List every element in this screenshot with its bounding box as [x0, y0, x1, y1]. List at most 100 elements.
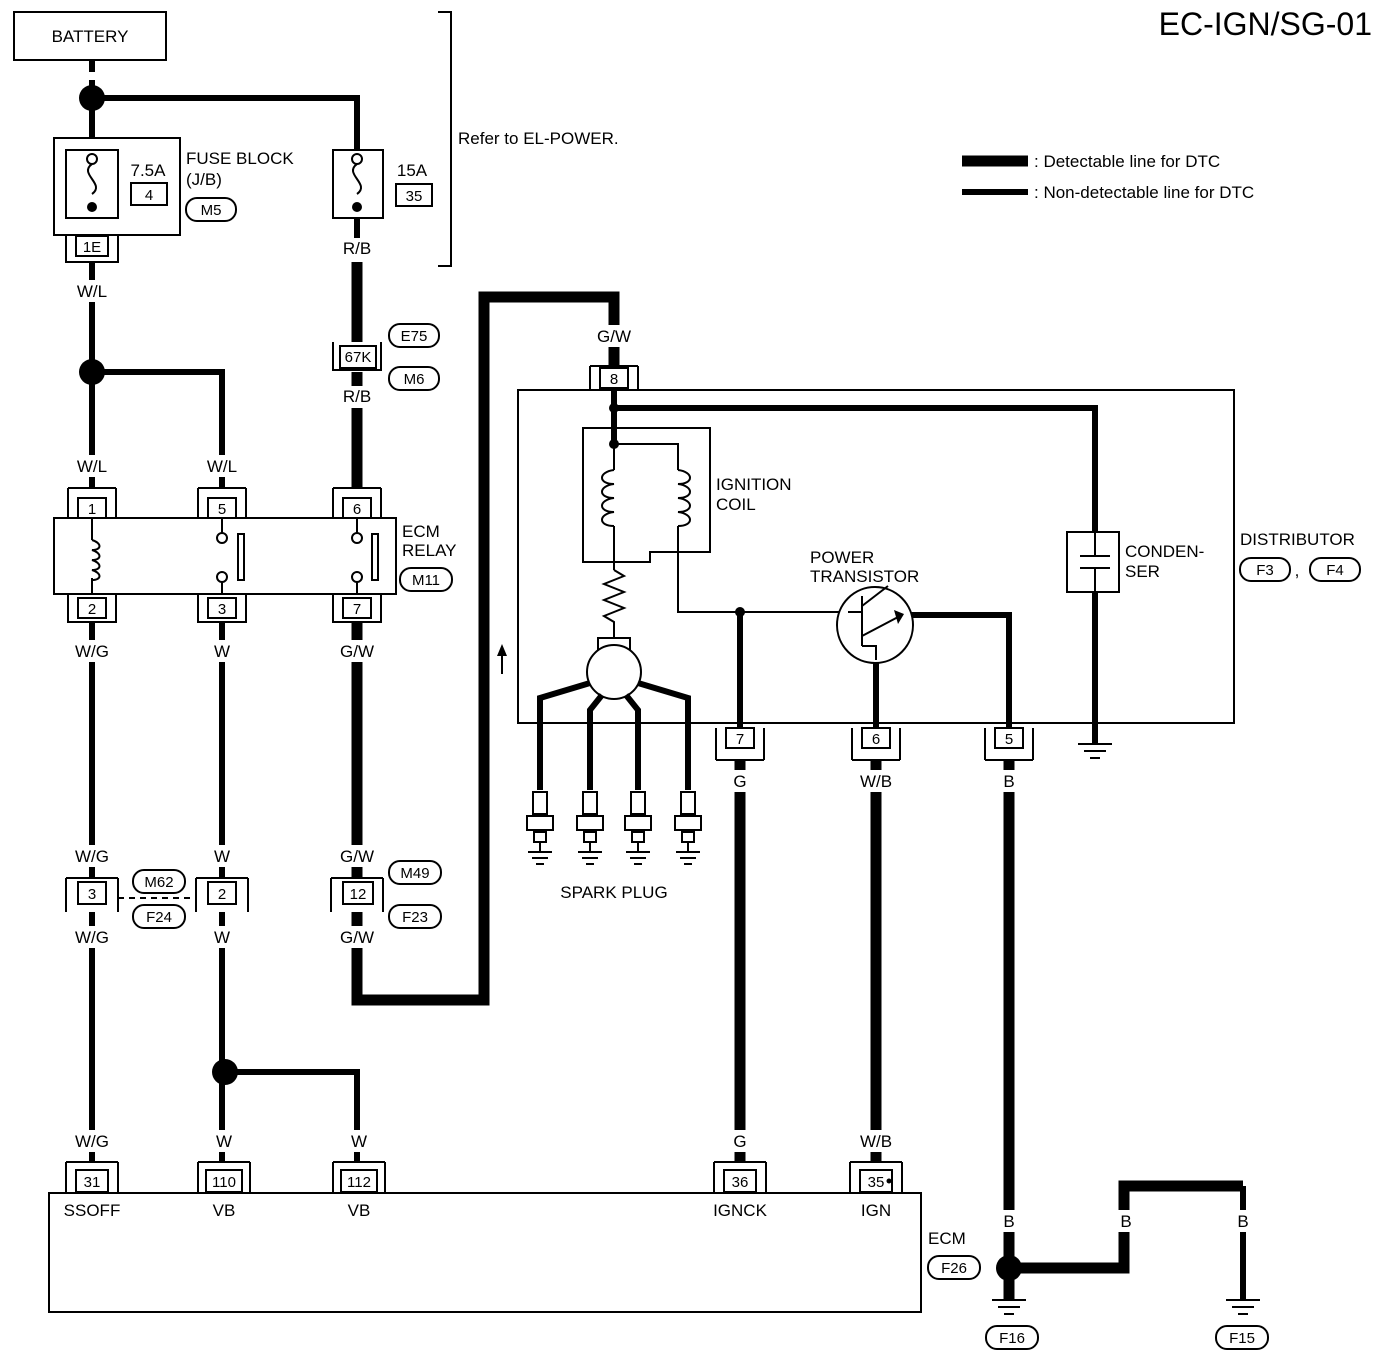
svg-text:G/W: G/W [340, 847, 374, 866]
condenser-label-2: SER [1125, 562, 1160, 581]
svg-text:G: G [733, 772, 746, 791]
distributor-rotor [586, 644, 642, 700]
svg-text:7: 7 [736, 731, 744, 748]
connector-m5-label: M5 [201, 202, 222, 219]
svg-text:112: 112 [347, 1174, 371, 1191]
ecm-box [48, 1192, 922, 1313]
connector-separator: , [1295, 561, 1300, 580]
svg-text:B: B [1237, 1212, 1248, 1231]
ecm-label: ECM [928, 1229, 966, 1248]
node-dot [609, 403, 619, 413]
fuse-35-number: 35 [406, 188, 423, 205]
connector-m11-badge [399, 567, 453, 592]
distributor-label: DISTRIBUTOR [1240, 530, 1355, 549]
ground-symbol-f16 [992, 1299, 1026, 1315]
svg-text:VB: VB [213, 1201, 236, 1220]
connector-f16-badge [985, 1325, 1039, 1350]
terminal-1e-label: 1E [83, 239, 101, 256]
svg-text:W/G: W/G [75, 1132, 109, 1151]
svg-text:G: G [733, 1132, 746, 1151]
splice-dot [79, 85, 105, 111]
svg-text:6: 6 [353, 501, 361, 518]
svg-text:VB: VB [348, 1201, 371, 1220]
ground-symbol-f15 [1226, 1299, 1260, 1315]
connector-f4-badge [1309, 557, 1361, 582]
resistor-symbol [601, 569, 627, 638]
spark-plug-leads [537, 680, 691, 790]
svg-text:36: 36 [732, 1174, 749, 1191]
battery-box [13, 11, 167, 61]
svg-text:B: B [1120, 1212, 1131, 1231]
svg-text:W/B: W/B [860, 1132, 892, 1151]
ignition-coil-label-2: COIL [716, 495, 756, 514]
connector-f26-label: F26 [941, 1260, 967, 1277]
power-transistor-label-2: TRANSISTOR [810, 567, 919, 586]
connector-f15-label: F15 [1229, 1330, 1255, 1347]
connector-m49-badge [388, 860, 442, 885]
svg-text:W/G: W/G [75, 847, 109, 866]
thin-wires [89, 60, 1246, 1300]
svg-text:3: 3 [218, 601, 226, 618]
condenser-label: CONDEN- [1125, 542, 1204, 561]
svg-text:W/L: W/L [77, 282, 107, 301]
connector-m62-label: M62 [144, 874, 173, 891]
svg-text:G/W: G/W [597, 327, 631, 346]
connector-f3-label: F3 [1256, 562, 1274, 579]
fuse-35-rating: 15A [397, 161, 428, 180]
svg-text:SSOFF: SSOFF [64, 1201, 121, 1220]
svg-text:31: 31 [84, 1174, 101, 1191]
refer-note: Refer to EL-POWER. [458, 129, 619, 148]
connector-f16-label: F16 [999, 1330, 1025, 1347]
splice-dot [212, 1059, 238, 1085]
svg-text:R/B: R/B [343, 239, 371, 258]
svg-text:W/B: W/B [860, 772, 892, 791]
condenser-box [1066, 531, 1120, 593]
svg-text:1: 1 [88, 501, 96, 518]
power-transistor-symbol [836, 586, 914, 664]
connector-67k [339, 345, 377, 369]
connector-m62-badge [132, 869, 186, 894]
connector-f23-label: F23 [402, 909, 428, 926]
ecm-relay-label: ECM [402, 522, 440, 541]
svg-text:110: 110 [212, 1174, 236, 1191]
power-bracket [438, 11, 452, 267]
primary-winding [601, 469, 615, 527]
svg-text:3: 3 [88, 886, 96, 903]
svg-text:35: 35 [868, 1174, 885, 1191]
splice-dot [79, 359, 105, 385]
ecm-relay-box [53, 517, 397, 595]
svg-text:5: 5 [1005, 731, 1013, 748]
svg-text:W: W [214, 847, 230, 866]
connector-m49-label: M49 [400, 865, 429, 882]
svg-text:G/W: G/W [340, 928, 374, 947]
svg-text:W/G: W/G [75, 928, 109, 947]
connector-e75-label: E75 [401, 328, 428, 345]
spark-plug-label: SPARK PLUG [560, 883, 667, 902]
svg-text:G/W: G/W [340, 642, 374, 661]
svg-text:W: W [216, 1132, 232, 1151]
legend-detectable-text: : Detectable line for DTC [1034, 152, 1220, 171]
connector-f3-badge [1239, 557, 1291, 582]
connector-m11-label: M11 [412, 572, 440, 589]
connector-f23-badge [388, 904, 442, 929]
power-transistor-label: POWER [810, 548, 874, 567]
page-title: EC-IGN/SG-01 [1159, 6, 1372, 42]
svg-text:6: 6 [872, 731, 880, 748]
fuse-block-jb-label: (J/B) [186, 170, 222, 189]
distributor-pin-8 [599, 367, 629, 389]
connector-f15-badge [1215, 1325, 1269, 1350]
fuse-block-label: FUSE BLOCK [186, 149, 294, 168]
battery-label: BATTERY [52, 27, 129, 46]
svg-text:W: W [351, 1132, 367, 1151]
legend-non-detectable-text: : Non-detectable line for DTC [1034, 183, 1254, 202]
distributor-pin-8-label: 8 [610, 371, 618, 388]
flow-arrow-head [497, 644, 507, 656]
fuse-4-rating: 7.5A [131, 161, 167, 180]
svg-text:W/L: W/L [207, 457, 237, 476]
secondary-winding [677, 469, 691, 527]
ground-symbol [1078, 743, 1112, 759]
fuse-4-number: 4 [145, 187, 153, 204]
thick-wires [351, 262, 1243, 1300]
ignition-coil-label: IGNITION [716, 475, 792, 494]
